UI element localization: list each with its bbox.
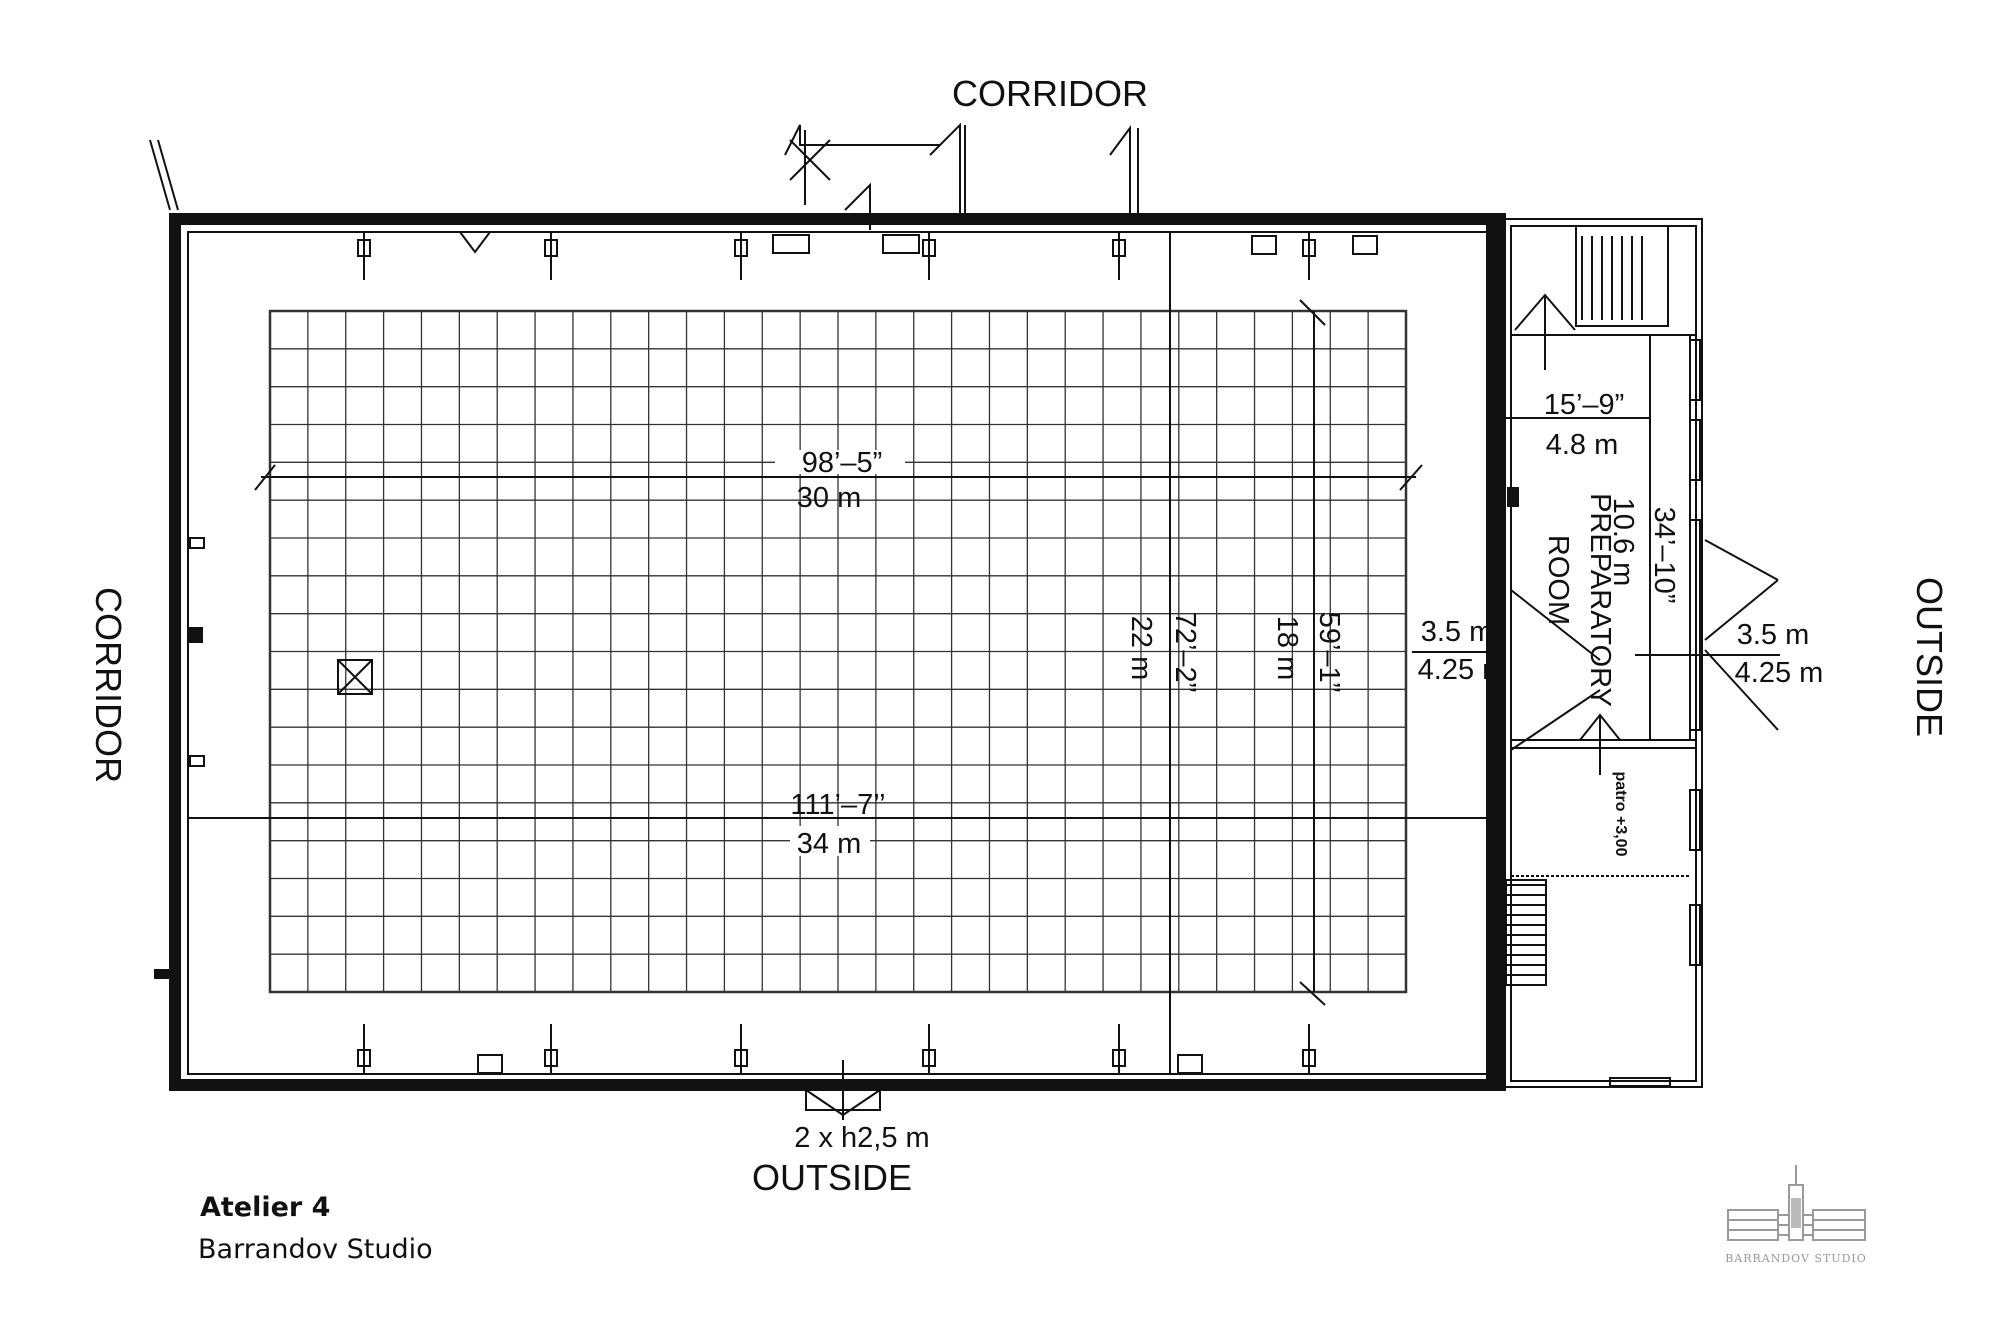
outside-bottom-label: OUTSIDE bbox=[752, 1157, 912, 1198]
door-left-height: 4.25 m bbox=[1418, 654, 1507, 686]
prep-length-imperial: 34’–10” bbox=[1648, 507, 1680, 604]
caption-title: Atelier 4 bbox=[200, 1192, 330, 1223]
left-wall-details bbox=[154, 537, 373, 979]
fixture-box bbox=[1352, 235, 1378, 255]
logo-text: BARRANDOV STUDIO bbox=[1725, 1252, 1867, 1265]
annex-walls bbox=[1504, 218, 1779, 1088]
door-bottom-label: 2 x h2,5 m bbox=[794, 1122, 929, 1154]
outer-width-imperial: 72’–2” bbox=[1169, 612, 1201, 693]
bottom-door bbox=[805, 1060, 881, 1120]
corridor-left-label: CORRIDOR bbox=[88, 587, 129, 783]
top-doors bbox=[149, 122, 1139, 254]
outer-length-imperial: 111’–7’’ bbox=[790, 789, 885, 821]
floor-grid bbox=[268, 309, 1408, 994]
prep-room-name-line1: PREPARATORY bbox=[1584, 493, 1616, 707]
fixture-box bbox=[1177, 1054, 1203, 1074]
outside-right-label: OUTSIDE bbox=[1909, 577, 1950, 737]
prep-length-metric: 10.6 m bbox=[1607, 498, 1639, 587]
door-left-width: 3.5 m bbox=[1421, 616, 1494, 648]
inner-width-metric: 18 m bbox=[1271, 616, 1303, 680]
caption-subtitle: Barrandov Studio bbox=[198, 1234, 433, 1265]
fixture-box bbox=[1251, 235, 1277, 255]
inner-width-imperial: 59’–1” bbox=[1313, 612, 1345, 693]
door-right-width: 3.5 m bbox=[1737, 619, 1810, 651]
outer-length-metric: 34 m bbox=[797, 828, 861, 860]
light-fixtures bbox=[357, 231, 1378, 1074]
floor-note: patro +3,00 bbox=[1612, 772, 1629, 857]
prep-width-metric: 4.8 m bbox=[1546, 429, 1619, 461]
fixture-box bbox=[477, 1054, 503, 1074]
corridor-top-label: CORRIDOR bbox=[952, 73, 1148, 114]
dimension-lines bbox=[188, 232, 1780, 1074]
inner-length-metric: 30 m bbox=[797, 482, 861, 514]
door-right-height: 4.25 m bbox=[1735, 657, 1824, 689]
barrandov-logo: BARRANDOV STUDIO bbox=[1725, 1165, 1867, 1265]
outer-width-metric: 22 m bbox=[1125, 616, 1157, 680]
prep-width-imperial: 15’–9” bbox=[1544, 389, 1625, 421]
inner-length-imperial: 98’–5” bbox=[802, 447, 883, 479]
prep-room-name-line2: ROOM bbox=[1542, 535, 1574, 625]
